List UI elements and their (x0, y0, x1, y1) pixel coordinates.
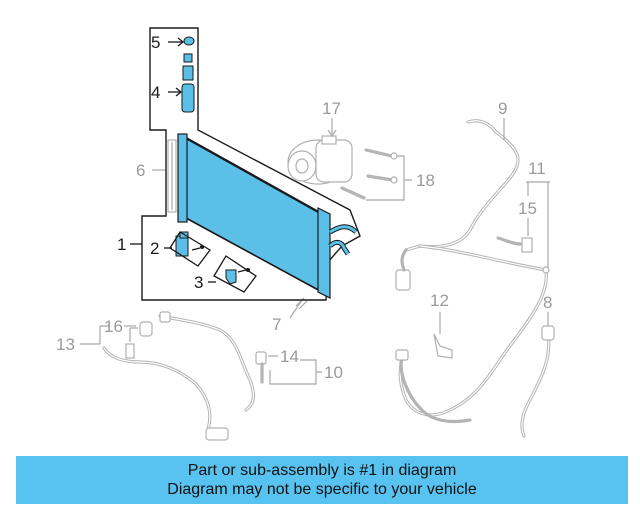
part-10-line (158, 311, 322, 412)
banner-line-2: Diagram may not be specific to your vehi… (167, 481, 477, 498)
part-11-hose (398, 181, 550, 417)
callout-14: 14 (280, 347, 299, 366)
part-14-fitting (255, 351, 278, 384)
parts-diagram: 5 4 1 2 3 6 17 18 9 11 15 12 8 7 13 16 1… (56, 27, 555, 441)
callout-3: 3 (194, 273, 203, 292)
part-6-seal (152, 139, 177, 213)
part-18-bolts (340, 148, 412, 201)
info-banner: Part or sub-assembly is #1 in diagram Di… (16, 456, 628, 504)
condenser-core (177, 133, 358, 299)
callout-15: 15 (518, 199, 537, 218)
part-3-bracket (169, 231, 257, 293)
callout-12: 12 (430, 291, 449, 310)
highlight-group (130, 27, 361, 301)
part-9-hose (395, 118, 520, 291)
callout-6: 6 (136, 161, 145, 180)
callout-2: 2 (150, 239, 159, 258)
callout-11: 11 (528, 159, 546, 178)
callout-9: 9 (498, 99, 507, 118)
callout-5: 5 (151, 33, 160, 52)
callout-4: 4 (151, 83, 160, 102)
callout-7: 7 (272, 315, 281, 334)
callout-13: 13 (56, 335, 75, 354)
callout-17: 17 (322, 99, 341, 118)
part-8-line (520, 312, 555, 438)
part-12-bracket (433, 312, 453, 359)
callout-8: 8 (543, 293, 552, 312)
callout-10: 10 (324, 363, 343, 382)
part-4-drier (168, 53, 195, 113)
part-5-cap (168, 36, 195, 47)
part-7-clip (289, 297, 308, 319)
part-bottom-right-line (395, 349, 472, 424)
part-13-line (80, 325, 229, 441)
callout-18: 18 (416, 171, 435, 190)
banner-line-1: Part or sub-assembly is #1 in diagram (187, 462, 457, 479)
callout-1: 1 (117, 235, 126, 254)
part-16-sensor (125, 321, 153, 359)
part-15-sensor (496, 218, 533, 253)
callout-16: 16 (104, 317, 123, 336)
part-17-compressor (287, 118, 353, 185)
